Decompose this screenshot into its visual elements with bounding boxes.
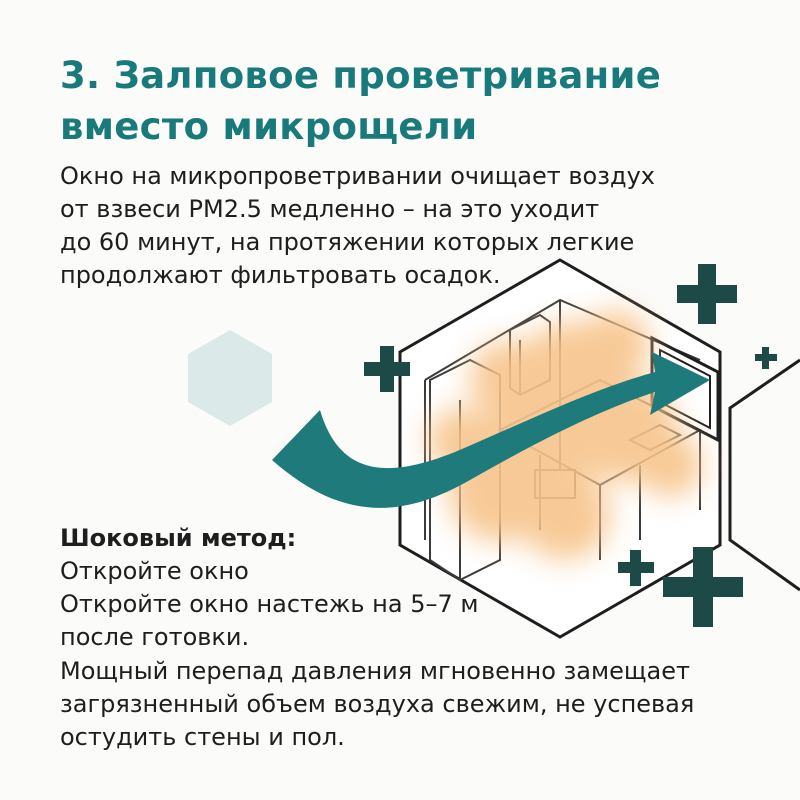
intro-line: Окно на микропроветривании очищает возду… bbox=[60, 162, 655, 190]
result-line: Мощный перепад давления мгновенно замеща… bbox=[60, 657, 690, 685]
plus-icon-small-bottom bbox=[618, 550, 654, 586]
method-heading: Шоковый метод: bbox=[60, 524, 297, 552]
plus-icon-large-bottom bbox=[663, 547, 743, 627]
result-line: остудить стены и пол. bbox=[60, 723, 345, 751]
hexagon-outline-right bbox=[728, 358, 800, 592]
method-line: Откройте окно bbox=[60, 557, 249, 585]
method-line: после готовки. bbox=[60, 623, 250, 651]
page-title: 3. Залповое проветривание вместо микроще… bbox=[60, 50, 760, 152]
title-line: вместо микрощели bbox=[60, 105, 478, 148]
smoke-cloud bbox=[428, 310, 702, 560]
plus-icon-large-top bbox=[677, 264, 737, 324]
method-block: Шоковый метод: Откройте окно Откройте ок… bbox=[60, 522, 620, 654]
method-line: Откройте окно настежь на 5–7 м bbox=[60, 590, 479, 618]
result-line: загрязненный объем воздуха свежим, не ус… bbox=[60, 690, 695, 718]
arrow-icon bbox=[272, 352, 710, 508]
hexagon-shape bbox=[188, 330, 272, 426]
intro-line: продолжают фильтровать осадок. bbox=[60, 261, 501, 289]
intro-line: до 60 минут, на протяжении которых легки… bbox=[60, 228, 635, 256]
title-line: 3. Залповое проветривание bbox=[60, 54, 662, 97]
intro-text: Окно на микропроветривании очищает возду… bbox=[60, 160, 740, 292]
plus-icon-small-right bbox=[755, 347, 777, 369]
plus-icon-medium-left bbox=[364, 346, 410, 392]
intro-line: от взвеси PM2.5 медленно – на это уходит bbox=[60, 195, 600, 223]
result-text: Мощный перепад давления мгновенно замеща… bbox=[60, 655, 760, 754]
